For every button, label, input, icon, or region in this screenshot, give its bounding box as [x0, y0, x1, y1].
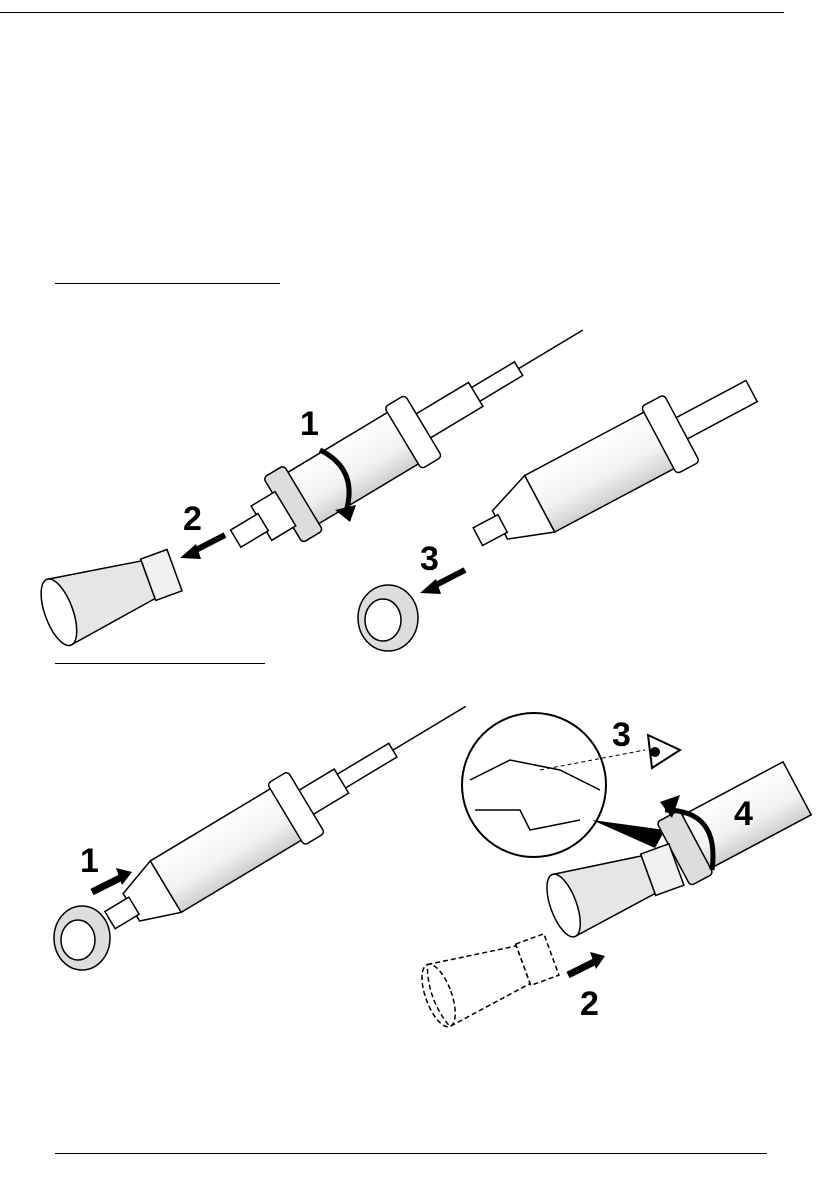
step-label-2: 2 [580, 985, 599, 1023]
step-label-1: 1 [80, 842, 99, 880]
removal-illustration: 1 2 3 [0, 300, 839, 660]
step-label-1: 1 [300, 405, 319, 443]
nozzle-cap-icon [34, 537, 187, 650]
reassembly-illustration: 1 3 4 2 [0, 680, 839, 1050]
footer-rule [55, 1153, 767, 1154]
step-label-3: 3 [420, 540, 439, 578]
nut-icon [358, 585, 418, 651]
sensor-probe-icon [91, 680, 484, 951]
step-label-3: 3 [612, 716, 631, 754]
eye-icon [648, 735, 680, 768]
nut-icon [54, 906, 110, 970]
step-label-2: 2 [183, 500, 202, 538]
sensor-probe-icon [460, 358, 769, 571]
header-rule [0, 12, 784, 13]
section-2-rule [55, 663, 265, 664]
section-1-rule [55, 283, 280, 284]
nozzle-cap-ghost-icon [415, 923, 563, 1031]
magnifier-callout-icon [462, 713, 665, 857]
step-label-4: 4 [734, 795, 753, 833]
